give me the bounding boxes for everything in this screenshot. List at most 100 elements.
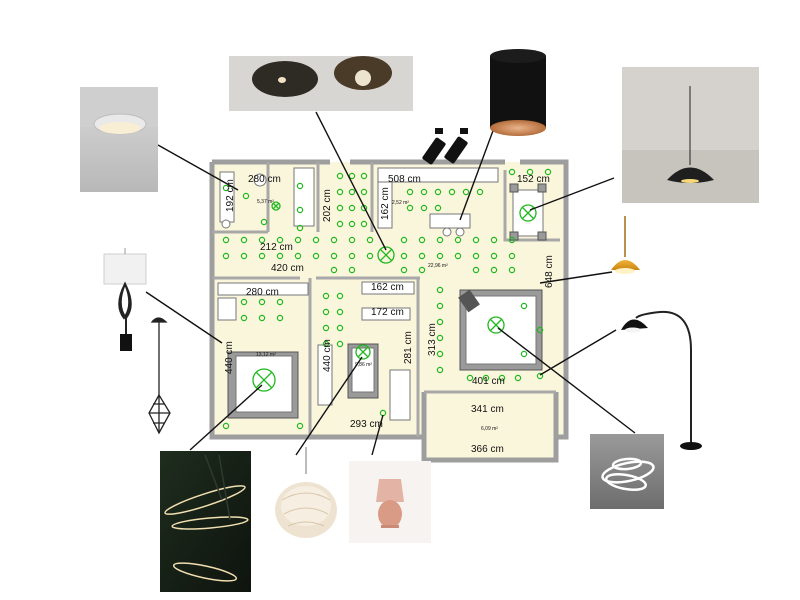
- light-marker: [322, 308, 330, 316]
- light-marker: [258, 236, 266, 244]
- light-marker: [520, 302, 528, 310]
- light-marker: [536, 372, 544, 380]
- dimension-labels: 280 cm 192 cm 202 cm 162 cm 508 cm 152 c…: [224, 174, 555, 455]
- light-marker: [222, 252, 230, 260]
- light-marker: [276, 298, 284, 306]
- light-marker: [400, 266, 408, 274]
- light-marker: [418, 236, 426, 244]
- light-marker: [490, 236, 498, 244]
- light-marker: [260, 218, 268, 226]
- dim-corridor-420: 420 cm: [271, 263, 304, 274]
- light-marker: [418, 252, 426, 260]
- white-table-lamp-photo: [103, 248, 147, 351]
- light-marker: [400, 236, 408, 244]
- feather-pendant-photo: [275, 447, 337, 538]
- hall-closet: [361, 307, 411, 321]
- light-marker: [322, 292, 330, 300]
- light-marker: [330, 236, 338, 244]
- light-marker: [322, 340, 330, 348]
- black-cylinder-spot-photo: [490, 49, 546, 136]
- light-marker: [420, 204, 428, 212]
- light-marker: [436, 350, 444, 358]
- dim-kitchen-depth: 162 cm: [380, 187, 391, 220]
- light-marker: [508, 266, 516, 274]
- cage-pendant-icon: [148, 317, 171, 435]
- light-marker: [348, 266, 356, 274]
- bedroom-chandelier-symbol: [252, 368, 276, 392]
- light-marker: [536, 326, 544, 334]
- area-kids: 9,86 m²: [355, 362, 372, 368]
- light-marker: [360, 188, 368, 196]
- light-marker: [434, 188, 442, 196]
- light-marker: [336, 292, 344, 300]
- kids-bed: [351, 347, 375, 393]
- interior-walls: [212, 162, 560, 437]
- kids-chandelier-symbol: [355, 344, 371, 360]
- light-marker: [336, 340, 344, 348]
- light-marker: [336, 220, 344, 228]
- light-marker: [330, 252, 338, 260]
- disc-lamp-icon: [252, 56, 392, 97]
- dim-kids-293: 293 cm: [350, 419, 383, 430]
- light-marker: [312, 236, 320, 244]
- cylinder-spot-icon: [490, 49, 546, 136]
- light-marker: [466, 374, 474, 382]
- light-marker: [406, 188, 414, 196]
- wc-shower: [293, 167, 315, 227]
- light-marker: [400, 252, 408, 260]
- black-dome-pendant-photo: [622, 67, 759, 203]
- kids-wardrobe: [389, 369, 411, 421]
- light-marker: [508, 252, 516, 260]
- arc-floor-lamp-photo: [621, 310, 702, 450]
- dim-bath-width: 280 cm: [248, 174, 281, 185]
- dim-kitchen-width: 508 cm: [388, 174, 421, 185]
- arc-lamp-icon: [621, 310, 702, 450]
- dim-bedroom-width: 280 cm: [246, 287, 279, 298]
- light-marker: [462, 188, 470, 196]
- light-marker: [240, 298, 248, 306]
- light-marker: [336, 308, 344, 316]
- kids-desk: [317, 344, 333, 406]
- dim-balcony-341: 341 cm: [471, 404, 504, 415]
- light-marker: [276, 252, 284, 260]
- dim-corridor-212: 212 cm: [260, 242, 293, 253]
- kitchen-counter: [377, 167, 499, 183]
- area-wc: 2,52 m²: [392, 200, 409, 206]
- light-marker: [476, 188, 484, 196]
- light-marker: [276, 314, 284, 322]
- light-marker: [454, 236, 462, 244]
- light-marker: [348, 220, 356, 228]
- sofa: [465, 295, 537, 365]
- light-marker: [348, 252, 356, 260]
- dim-kids-depth: 440 cm: [322, 339, 333, 372]
- dim-kids-281: 281 cm: [403, 331, 414, 364]
- wardrobe: [217, 282, 309, 296]
- twin-track-spots-photo: [422, 128, 468, 165]
- light-marker: [448, 188, 456, 196]
- dim-bedroom-depth: 440 cm: [224, 341, 235, 374]
- dim-living-401: 401 cm: [472, 376, 505, 387]
- light-marker: [436, 236, 444, 244]
- light-marker: [258, 298, 266, 306]
- light-marker: [222, 184, 230, 192]
- light-marker: [454, 252, 462, 260]
- light-marker: [508, 168, 516, 176]
- light-marker: [296, 224, 304, 232]
- light-marker: [434, 204, 442, 212]
- light-marker: [296, 206, 304, 214]
- light-marker: [336, 188, 344, 196]
- light-marker: [348, 204, 356, 212]
- light-marker: [366, 236, 374, 244]
- light-marker: [436, 318, 444, 326]
- light-marker: [294, 236, 302, 244]
- kitchen-counter-side: [377, 181, 393, 229]
- light-marker: [258, 252, 266, 260]
- floor-plan: 280 cm 192 cm 202 cm 162 cm 508 cm 152 c…: [209, 159, 569, 463]
- area-bedroom: 13,12 m²: [256, 352, 276, 358]
- area-labels: 5,37 m² 2,52 m² 22,96 m² 13,12 m² 9,86 m…: [256, 199, 498, 432]
- spiral-ring-pendant-photo: [160, 451, 251, 592]
- area-balcony: 6,09 m²: [481, 426, 498, 432]
- light-marker: [258, 314, 266, 322]
- light-marker: [348, 172, 356, 180]
